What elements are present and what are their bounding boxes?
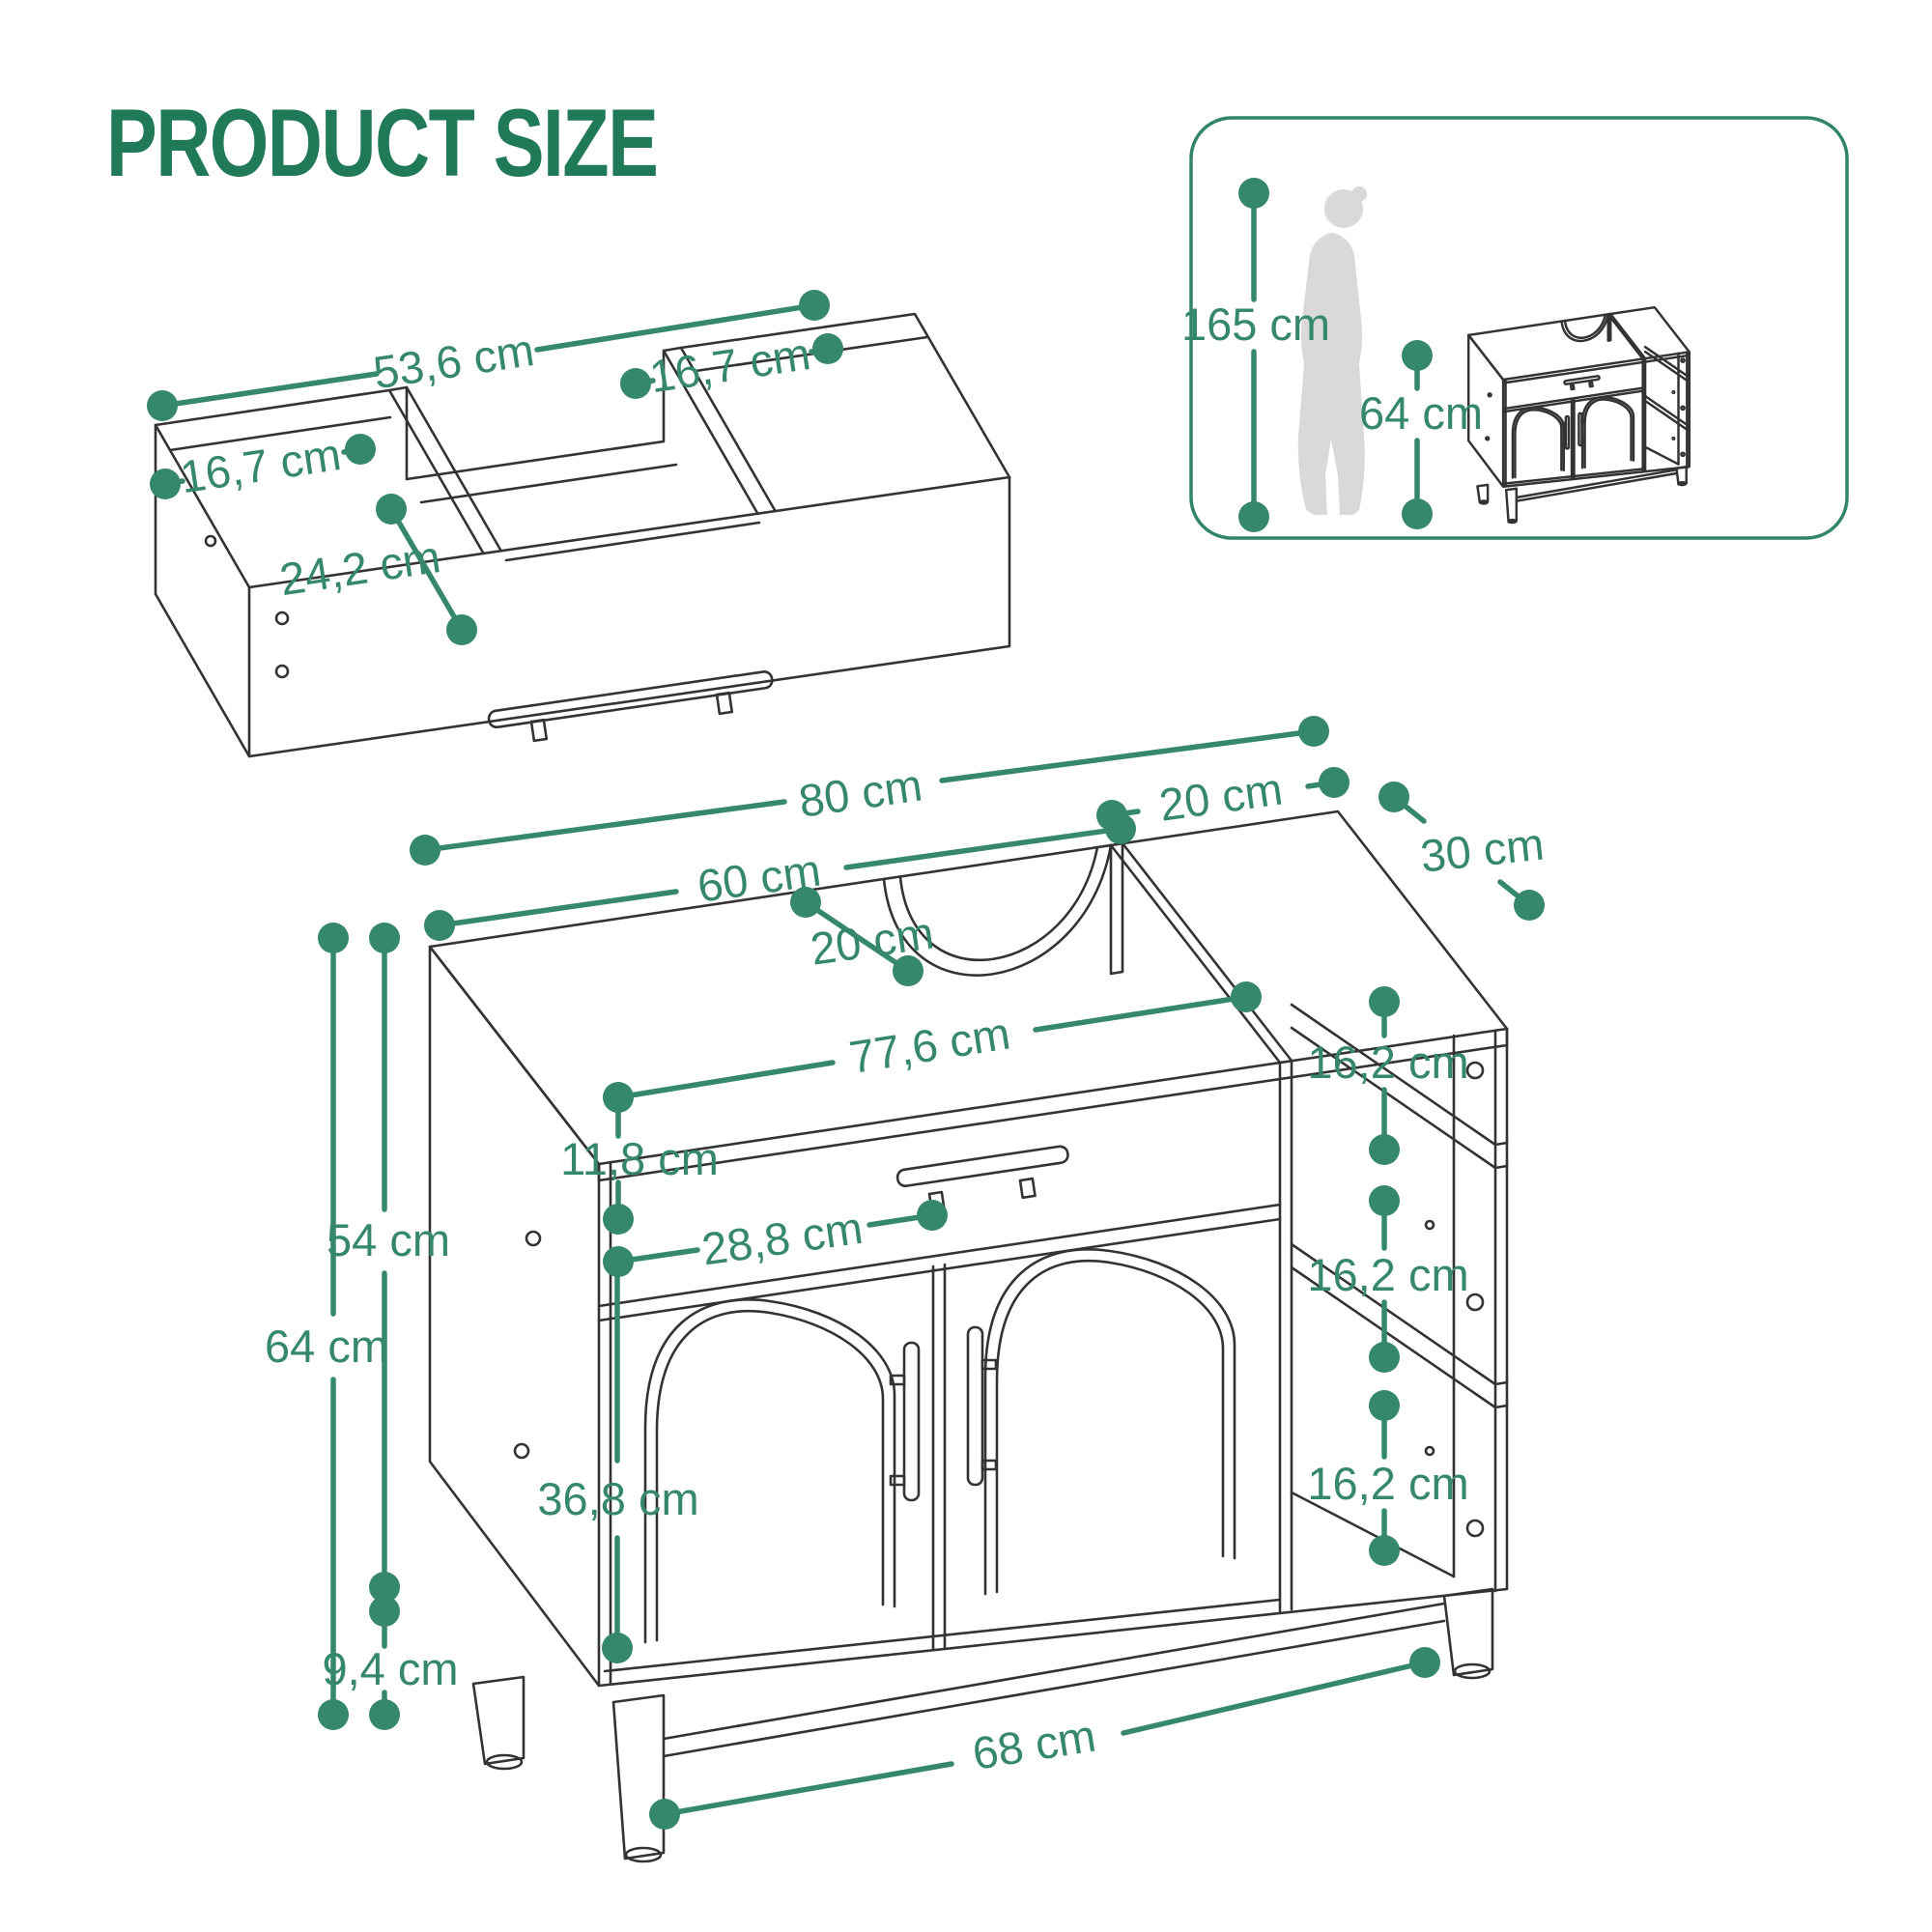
dim-label: 64 cm <box>265 1321 388 1372</box>
dim-dot-start <box>603 1246 634 1277</box>
dim-shelf-16-2-bottom: 16,2 cm <box>1307 1390 1469 1566</box>
dim-drawer-height-11-8: 11,8 cm <box>560 1110 719 1235</box>
dim-label: 30 cm <box>1418 818 1547 882</box>
dim-dot-end <box>1514 890 1545 921</box>
dim-label: 64 cm <box>1359 387 1483 439</box>
dim-label: 24,2 cm <box>276 530 443 605</box>
dim-drawer-left-16-7: 16,7 cm <box>150 428 376 502</box>
main-cabinet-diagram: 80 cm 60 cm 20 cm 30 cm 20 cm <box>265 716 1547 1863</box>
dim-leg-height-9-4: 9,4 cm <box>322 1596 459 1730</box>
dim-dot-start <box>1238 178 1269 209</box>
dim-dot-start <box>1369 1185 1400 1216</box>
dim-label: 16,2 cm <box>1307 1458 1468 1509</box>
dim-main-width-60: 60 cm <box>424 813 1136 941</box>
dim-dot-start <box>318 923 349 953</box>
dim-dot-start <box>150 469 181 499</box>
dim-body-height-54: 54 cm <box>327 923 450 1603</box>
dim-dot-end <box>369 1699 400 1730</box>
dim-label: 9,4 cm <box>322 1643 458 1694</box>
dim-drawer-width-77-6: 77,6 cm <box>603 981 1262 1113</box>
dim-dot-end <box>369 1572 400 1603</box>
dim-line <box>803 899 911 974</box>
dim-dot-start <box>1402 340 1433 371</box>
dim-label: 16,7 cm <box>177 428 344 502</box>
dim-dot-start <box>424 910 455 941</box>
drawer-line-art <box>154 312 1011 758</box>
drawer-detail-diagram: 53,6 cm 16,7 cm 16,7 cm 24,2 cm <box>147 290 1011 758</box>
mini-cabinet-art <box>1466 305 1691 525</box>
dim-label: 77,6 cm <box>846 1007 1013 1083</box>
dim-dot-end <box>799 290 830 321</box>
person-silhouette <box>1297 233 1365 515</box>
dim-dot-end <box>1409 1647 1440 1678</box>
dim-dot-end <box>917 1200 948 1231</box>
dim-label: 16,7 cm <box>646 327 813 402</box>
dim-dot-end <box>1402 498 1433 529</box>
dim-line <box>662 1660 1428 1817</box>
dim-label: 16,2 cm <box>1307 1249 1468 1300</box>
cabinet-line-art <box>428 810 1509 1863</box>
dim-dot-end <box>345 434 376 465</box>
dim-label: 28,8 cm <box>698 1202 866 1275</box>
page-title-text: PRODUCT SIZE <box>106 90 657 196</box>
dim-dot-end <box>1319 767 1350 798</box>
dim-depth-30: 30 cm <box>1378 781 1547 921</box>
dim-line <box>437 826 1123 928</box>
dim-line <box>388 506 465 633</box>
dim-label: 20 cm <box>1156 763 1286 831</box>
page-title: PRODUCT SIZE <box>106 90 659 196</box>
dim-drawer-depth-24-2: 24,2 cm <box>276 494 477 645</box>
dim-line <box>159 302 817 409</box>
dim-cabinet-height-64: 64 cm <box>1359 340 1483 529</box>
dim-dot-end <box>1369 1535 1400 1566</box>
dim-door-width-28-8: 28,8 cm <box>603 1200 948 1277</box>
dim-dot-end <box>1298 716 1329 747</box>
dim-dot-start <box>1369 986 1400 1017</box>
dim-line <box>422 728 1317 853</box>
dim-door-height-36-8: 36,8 cm <box>537 1274 699 1663</box>
dim-label: 165 cm <box>1181 298 1330 350</box>
dim-dot-end <box>1231 981 1262 1012</box>
dim-shelf-width-20: 20 cm <box>1096 763 1350 831</box>
dim-dot-start <box>1378 781 1409 812</box>
dim-total-height-64: 64 cm <box>265 923 388 1730</box>
dim-dot-start <box>790 887 821 918</box>
person-hair-bun <box>1351 186 1367 202</box>
dim-dot-start <box>603 1082 634 1113</box>
dim-person-height-165: 165 cm <box>1181 178 1330 532</box>
scale-box-border <box>1189 116 1849 540</box>
dim-drawer-right-16-7: 16,7 cm <box>620 327 843 402</box>
dim-label: 54 cm <box>327 1214 450 1265</box>
dim-label: 36,8 cm <box>537 1473 698 1524</box>
dim-shelf-16-2-top: 16,2 cm <box>1307 986 1469 1165</box>
dim-label: 53,6 cm <box>370 324 537 398</box>
dim-dot-end <box>318 1699 349 1730</box>
dim-dot-end <box>1238 501 1269 532</box>
dim-dot-start <box>410 835 440 866</box>
dim-dot-end <box>603 1204 634 1235</box>
dim-dot-end <box>1369 1134 1400 1165</box>
dim-dot-start <box>369 1596 400 1627</box>
dim-shelf-16-2-mid: 16,2 cm <box>1307 1185 1469 1373</box>
dim-dot-end <box>602 1633 633 1663</box>
dim-cutout-20: 20 cm <box>790 887 937 986</box>
dim-label: 11,8 cm <box>560 1133 719 1184</box>
dim-dot-end <box>893 955 923 986</box>
dim-dot-end <box>446 614 477 645</box>
human-scale-box: 165 cm 64 cm <box>1181 116 1849 540</box>
dim-dot-start <box>1369 1390 1400 1421</box>
dim-dot-start <box>147 390 178 421</box>
dim-dot-start <box>620 368 651 399</box>
dim-dot-end <box>1369 1342 1400 1373</box>
dim-label: 80 cm <box>796 759 925 827</box>
dim-dot-start <box>649 1799 680 1830</box>
dim-label: 16,2 cm <box>1307 1037 1468 1088</box>
dim-line <box>615 994 1249 1100</box>
dim-dot-start <box>376 494 407 525</box>
dim-dot-start <box>369 923 400 953</box>
dim-label: 68 cm <box>969 1710 1099 1779</box>
dim-dot-start <box>1096 800 1127 831</box>
dim-dot-end <box>812 333 843 364</box>
